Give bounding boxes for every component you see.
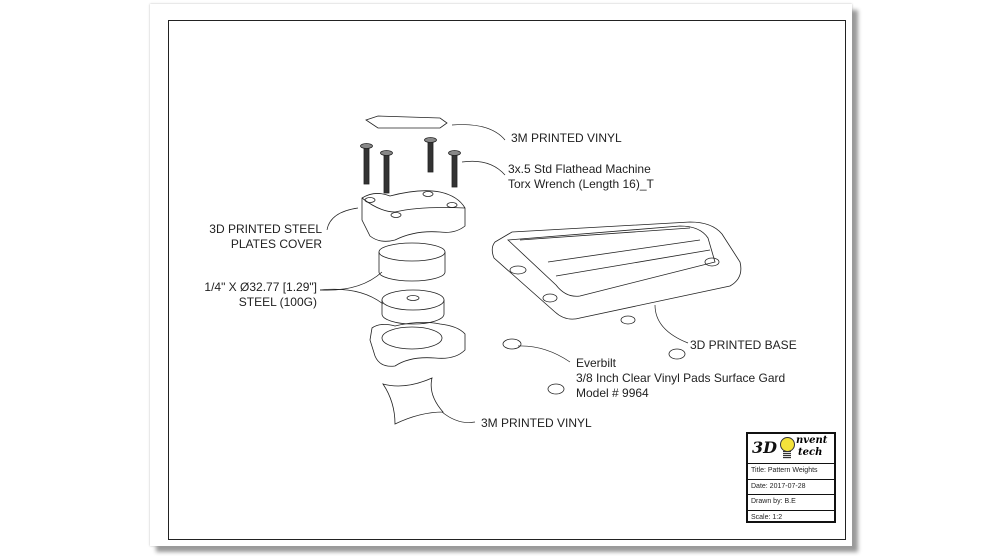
callout-bottom-vinyl: 3M PRINTED VINYL xyxy=(481,416,592,430)
drawn-by-field: Drawn by: B.E xyxy=(748,495,834,511)
scale-field: Scale: 1:2 xyxy=(751,513,783,521)
logo-text-3d: 3D xyxy=(752,438,778,457)
logo-text-tech: tech xyxy=(798,447,823,458)
callout-top-vinyl: 3M PRINTED VINYL xyxy=(511,131,622,145)
base-part xyxy=(491,221,742,320)
plates-cover-part xyxy=(361,190,466,242)
drawing-sheet xyxy=(150,4,852,546)
callout-pads-line1: Everbilt xyxy=(576,356,617,370)
vinyl-pads xyxy=(502,315,686,395)
date-field: Date: 2017-07-28 xyxy=(748,480,834,495)
callout-steel-line2: STEEL (100G) xyxy=(238,295,317,309)
logo-text-nvent: nvent xyxy=(796,435,828,446)
callout-screws-line2: Torx Wrench (Length 16)_T xyxy=(508,177,654,191)
screws xyxy=(360,137,461,194)
company-logo: 3D nvent tech xyxy=(748,434,834,464)
bottom-holder-part xyxy=(369,322,466,367)
title-field: Title: Pattern Weights xyxy=(748,464,834,480)
top-vinyl-part xyxy=(365,115,448,129)
lightbulb-base-icon xyxy=(783,451,791,459)
callout-pads-line3: Model # 9964 xyxy=(576,386,649,400)
callout-screws-line1: 3x.5 Std Flathead Machine xyxy=(508,162,651,176)
callout-pads-line2: 3/8 Inch Clear Vinyl Pads Surface Gard xyxy=(576,371,786,385)
steel-disc-lower xyxy=(381,289,445,325)
leader-lines xyxy=(319,124,689,423)
callout-base: 3D PRINTED BASE xyxy=(690,338,797,352)
callout-cover-line2: PLATES COVER xyxy=(230,237,322,251)
bottom-vinyl-part xyxy=(382,377,444,425)
callout-steel-line1: 1/4" X Ø32.77 [1.29"] xyxy=(204,280,317,294)
drawing-border xyxy=(168,20,846,540)
callout-cover-line1: 3D PRINTED STEEL xyxy=(209,222,322,236)
lightbulb-icon xyxy=(780,437,795,452)
title-block: 3D nvent tech Title: Pattern Weights Dat… xyxy=(746,432,836,523)
steel-disc-upper xyxy=(378,242,446,282)
